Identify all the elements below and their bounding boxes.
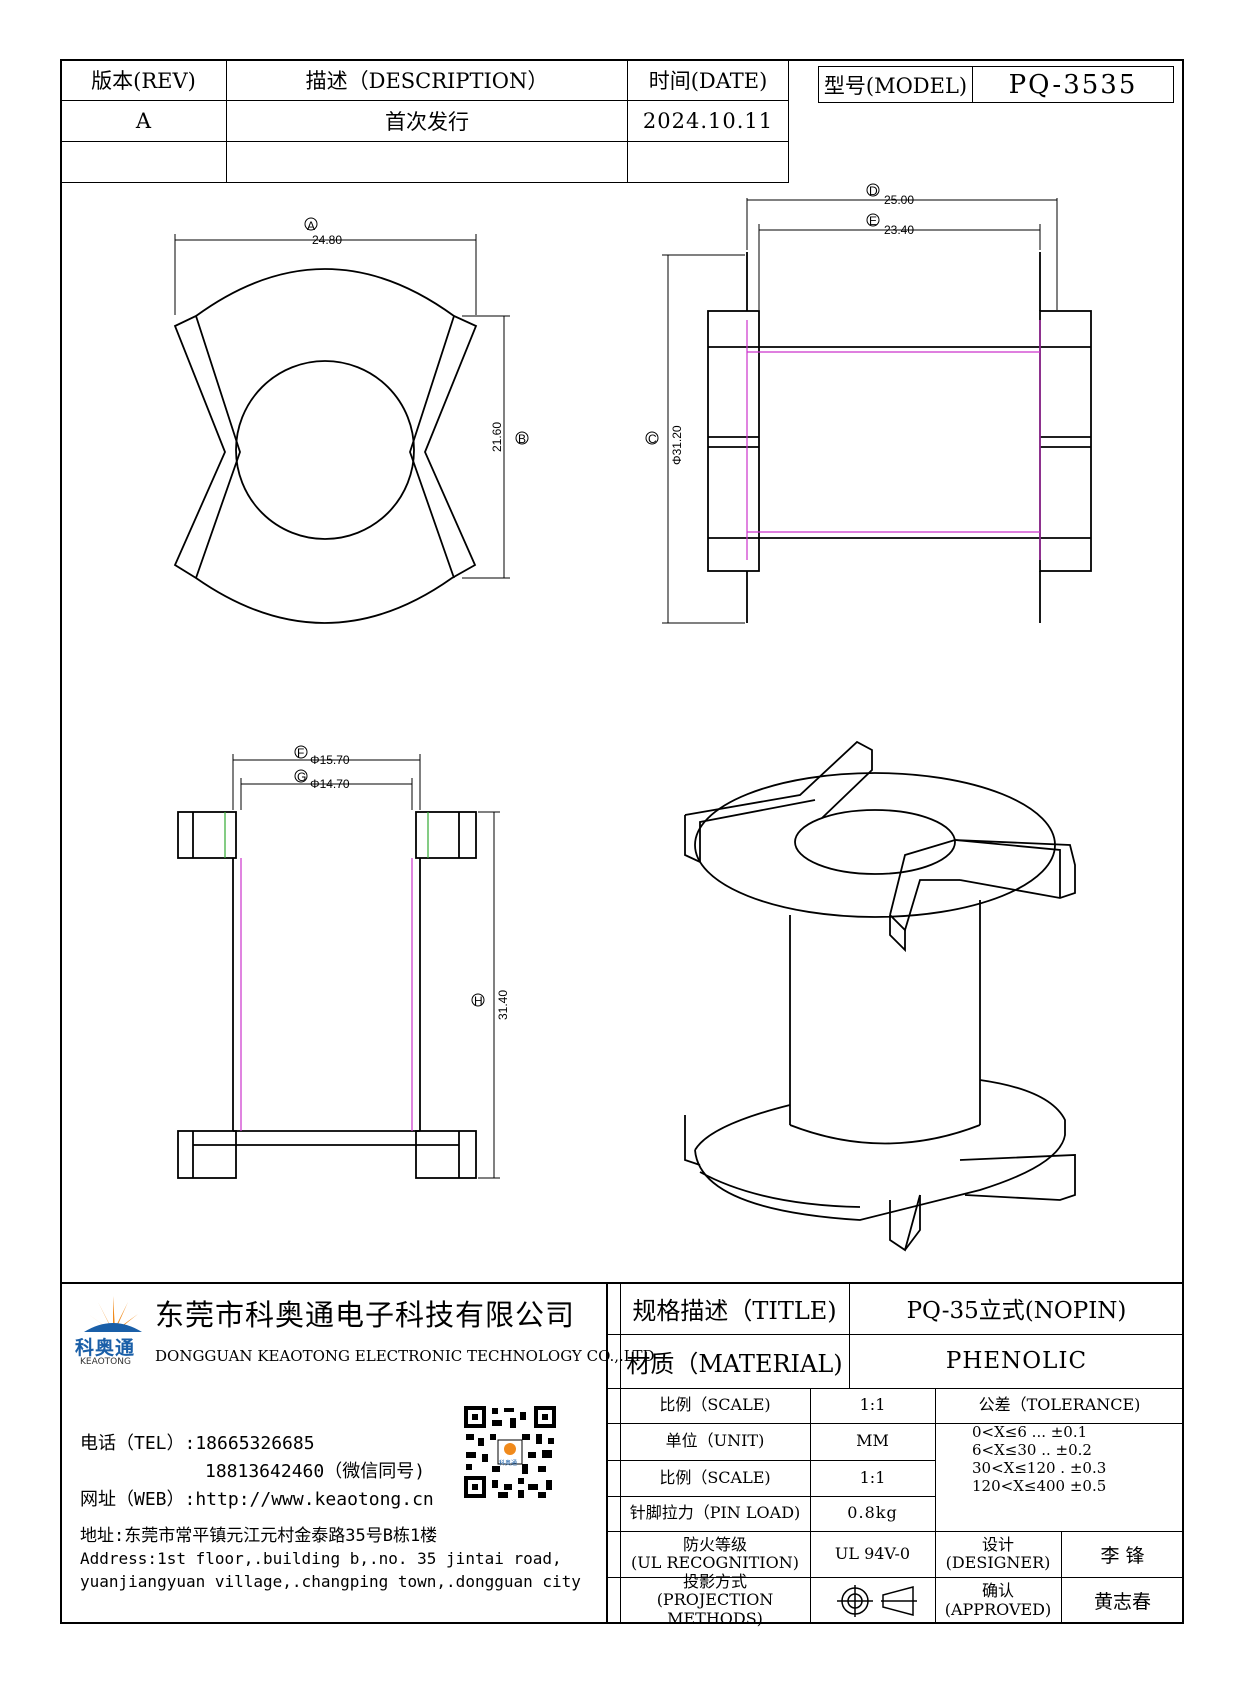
web-line: 网址（WEB）:http://www.keaotong.cn [80, 1489, 434, 1510]
tel-line-1: 电话（TEL）:18665326685 [80, 1433, 315, 1454]
tolerance-line: 30<X≤120 . ±0.3 [972, 1459, 1107, 1477]
approved-label-cn: 确认 [981, 1581, 1014, 1601]
ul-label-cn: 防火等级 [682, 1534, 747, 1554]
scale2-value: 1:1 [859, 1467, 886, 1487]
dim-b-value: 21.60 [490, 421, 504, 452]
rule [1061, 1531, 1062, 1624]
tolerance-line: 6<X≤30 .. ±0.2 [972, 1441, 1092, 1459]
description-cell-empty [226, 141, 628, 183]
front-view [177, 811, 477, 1179]
designer-label-cn: 设计 [981, 1534, 1014, 1554]
company-en-name: DONGGUAN KEAOTONG ELECTRONIC TECHNOLOGY … [155, 1347, 655, 1365]
dim-f-label: F [297, 746, 305, 760]
designer-value: 李 锋 [1100, 1544, 1145, 1567]
approved-value: 黄志春 [1093, 1591, 1151, 1613]
company-panel [60, 1282, 608, 1624]
approved-label-en: (APPROVED) [944, 1599, 1052, 1619]
address-en-1: Address:1st floor,.building b,.no. 35 ji… [80, 1549, 562, 1568]
material-value: PHENOLIC [945, 1348, 1088, 1374]
projection-label: 投影方式 (PROJECTION METHODS) [620, 1572, 810, 1627]
isometric-view [684, 740, 1076, 1252]
scale-label: 比例（SCALE) [659, 1395, 771, 1415]
rule [810, 1388, 811, 1624]
ul-label: 防火等级 (UL RECOGNITION) [620, 1531, 810, 1577]
rule [608, 1423, 1184, 1424]
tolerance-line: 0<X≤6 ... ±0.1 [972, 1423, 1088, 1441]
dim-f-value: Φ15.70 [310, 753, 350, 767]
address-en-2: yuanjiangyuan village,.changping town,.d… [80, 1572, 581, 1591]
date-header: 时间(DATE) [627, 59, 789, 101]
dim-c-label: C [648, 432, 657, 446]
model-value: PQ-3535 [1008, 69, 1138, 100]
title-label: 规格描述（TITLE) [632, 1296, 837, 1325]
tolerance-label: 公差（TOLERANCE) [978, 1395, 1141, 1415]
rule [608, 1460, 935, 1461]
unit-label: 单位（UNIT) [665, 1431, 765, 1451]
dim-b-label: B [518, 432, 527, 446]
unit-value: MM [856, 1431, 889, 1451]
rule [935, 1388, 936, 1624]
rule [608, 1577, 1184, 1578]
date-cell: 2024.10.11 [627, 100, 789, 142]
dim-a-value: 24.80 [312, 233, 343, 247]
revision-table: 版本(REV) 描述（DESCRIPTION） 时间(DATE) A 首次发行 … [60, 59, 789, 183]
qr-caption: 科奥通 [499, 1460, 518, 1467]
scale-value: 1:1 [859, 1395, 886, 1415]
date-cell-empty [627, 141, 789, 183]
projection-symbol-icon [837, 1585, 917, 1617]
rev-cell: A [60, 100, 227, 142]
dim-d-value: 25.00 [884, 193, 915, 207]
pin-load-value: 0.8kg [847, 1503, 898, 1523]
dim-h-value: 31.40 [496, 989, 510, 1020]
rev-cell-empty [60, 141, 227, 183]
material-label: 材质（MATERIAL) [626, 1349, 843, 1378]
tel-line-2: 18813642460（微信同号) [205, 1461, 426, 1482]
rule [849, 1282, 850, 1388]
model-label: 型号(MODEL) [819, 67, 973, 102]
approved-label: 确认 (APPROVED) [935, 1577, 1061, 1624]
dim-e-value: 23.40 [884, 223, 915, 237]
rule [608, 1496, 935, 1497]
model-box: 型号(MODEL) PQ-3535 [818, 66, 1174, 103]
logo-sub: KEAOTONG [80, 1357, 131, 1367]
dim-h-label: H [474, 994, 483, 1008]
rule [608, 1531, 1184, 1532]
projection-label-en: (PROJECTION METHODS) [656, 1590, 774, 1628]
logo-icon [84, 1296, 142, 1332]
designer-label-en: (DESIGNER) [945, 1553, 1051, 1572]
dim-a-label: A [307, 219, 316, 233]
rule [608, 1334, 1184, 1335]
tolerance-list: 0<X≤6 ... ±0.1 6<X≤30 .. ±0.2 30<X≤120 .… [960, 1423, 1184, 1531]
title-value: PQ-35立式(NOPIN) [906, 1298, 1127, 1324]
qr-code-icon [462, 1404, 558, 1500]
ul-value: UL 94V-0 [834, 1543, 911, 1563]
dim-d-label: D [869, 184, 878, 198]
scale2-label: 比例（SCALE) [659, 1467, 771, 1487]
tolerance-line: 120<X≤400 ±0.5 [972, 1477, 1107, 1495]
dim-e-label: E [869, 214, 878, 228]
ul-label-en: (UL RECOGNITION) [631, 1553, 799, 1572]
side-view [707, 252, 1092, 623]
dim-c-value: Φ31.20 [670, 425, 684, 465]
pin-load-label: 针脚拉力（PIN LOAD) [629, 1503, 801, 1523]
dim-g-value: Φ14.70 [310, 777, 350, 791]
projection-label-cn: 投影方式 [682, 1571, 747, 1591]
company-cn-name: 东莞市科奥通电子科技有限公司 [155, 1298, 576, 1332]
description-header: 描述（DESCRIPTION） [226, 59, 628, 101]
designer-label: 设计 (DESIGNER) [935, 1531, 1061, 1577]
logo-text: 科奥通 [75, 1337, 136, 1359]
rule [620, 1282, 621, 1624]
title-block [60, 1282, 1184, 1624]
rule [608, 1388, 1184, 1389]
top-view [173, 268, 478, 624]
dim-g-label: G [297, 770, 307, 784]
address-cn: 地址:东莞市常平镇元江元村金泰路35号B栋1楼 [80, 1526, 438, 1546]
